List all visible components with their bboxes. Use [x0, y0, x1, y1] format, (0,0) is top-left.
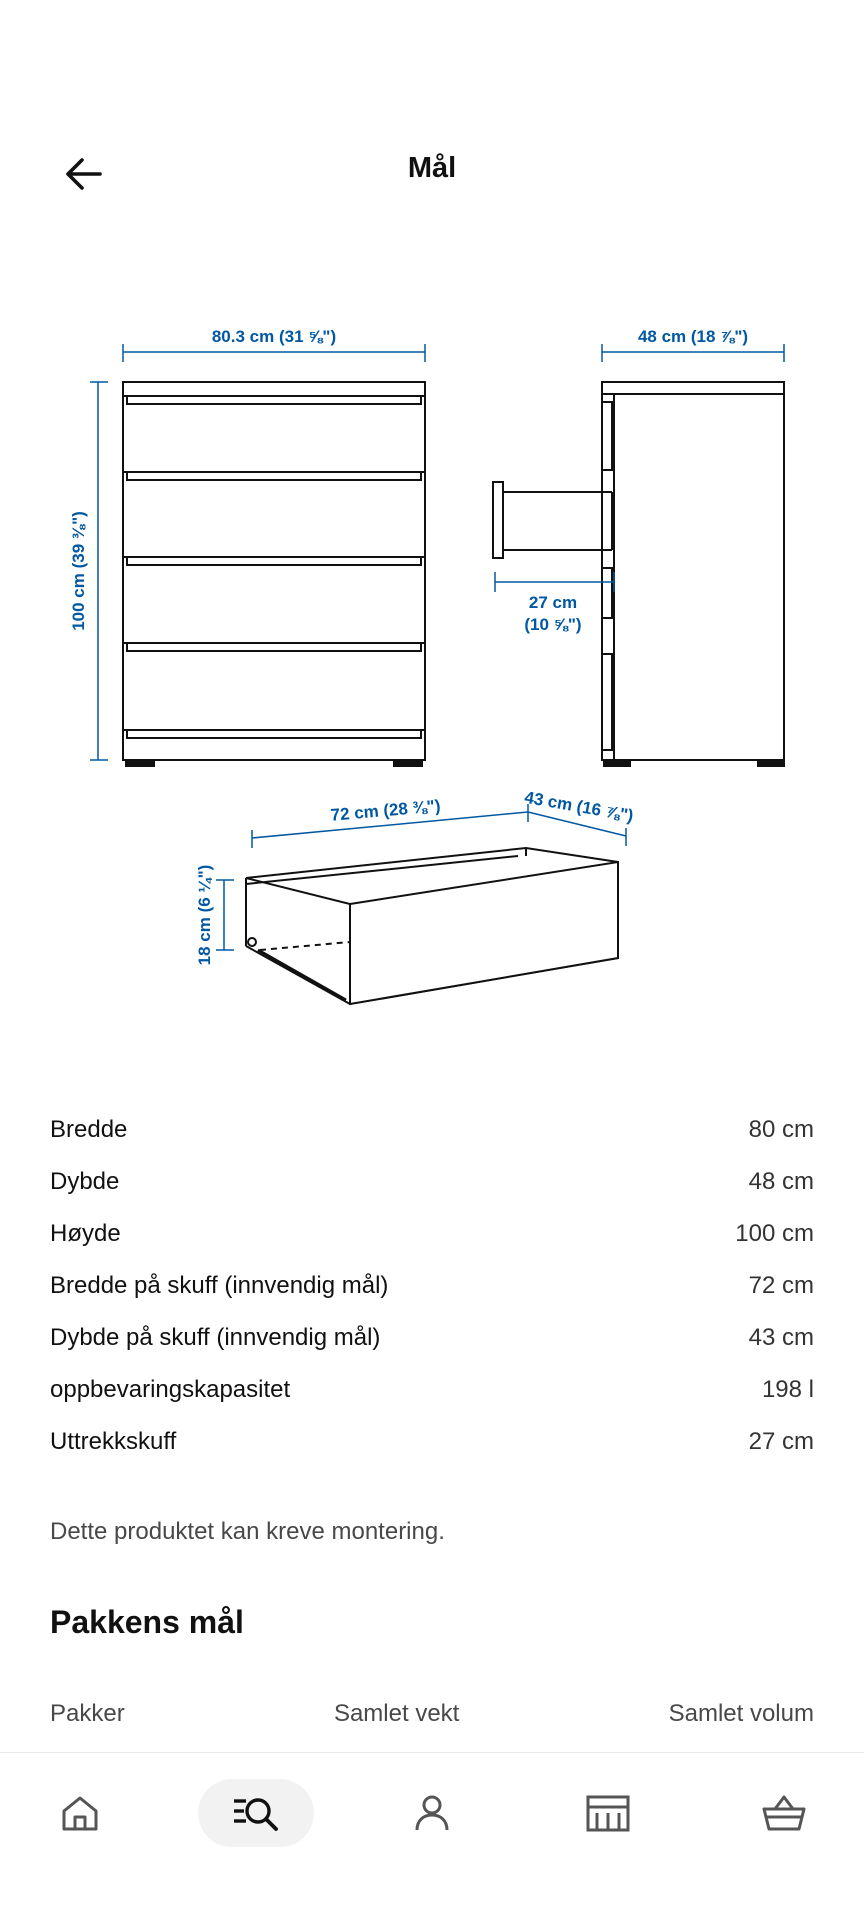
spec-label: Dybde på skuff (innvendig mål)	[50, 1324, 381, 1351]
assembly-note: Dette produktet kan kreve montering.	[50, 1518, 445, 1545]
side-view	[492, 381, 785, 767]
depth-label: 48 cm (18 ⅞")	[638, 327, 748, 346]
drawer-width-label: 72 cm (28 ⅜")	[330, 796, 441, 825]
spec-value: 100 cm	[735, 1220, 814, 1247]
spec-row-capacity: oppbevaringskapasitet 198 l	[50, 1364, 814, 1416]
search-icon	[234, 1798, 278, 1831]
drawer-height-dimension	[216, 879, 234, 951]
drawer-pull-label-2: (10 ⅝")	[524, 615, 581, 634]
dimension-illustration: 80.3 cm (31 ⅝") 100 cm (39 ⅜")	[48, 310, 816, 1030]
dimension-specs: Bredde 80 cm Dybde 48 cm Høyde 100 cm Br…	[50, 1104, 814, 1468]
drawer-width-dimension	[251, 804, 529, 848]
side-depth-dimension	[601, 344, 785, 362]
spec-label: Bredde på skuff (innvendig mål)	[50, 1272, 389, 1299]
spec-label: Dybde	[50, 1168, 120, 1195]
package-table-header: Pakker Samlet vekt Samlet volum	[50, 1700, 814, 1728]
page-title: Mål	[407, 152, 457, 184]
spec-row-drawer-depth: Dybde på skuff (innvendig mål) 43 cm	[50, 1312, 814, 1364]
spec-value: 27 cm	[748, 1428, 814, 1455]
drawer-view	[245, 846, 619, 1006]
drawer-pull-dimension	[494, 572, 615, 592]
spec-label: oppbevaringskapasitet	[50, 1376, 291, 1403]
spec-row-depth: Dybde 48 cm	[50, 1156, 814, 1208]
profile-icon	[415, 1795, 449, 1831]
spec-row-height: Høyde 100 cm	[50, 1208, 814, 1260]
spec-value: 43 cm	[748, 1324, 814, 1351]
store-icon	[586, 1795, 630, 1832]
arrow-left-icon	[66, 158, 102, 190]
spec-value: 72 cm	[748, 1272, 814, 1299]
nav-home[interactable]	[22, 1779, 138, 1847]
nav-search[interactable]	[198, 1779, 314, 1847]
package-header-packages: Pakker	[50, 1700, 125, 1727]
drawer-depth-label: 43 cm (16 ⅞")	[523, 788, 635, 826]
height-dimension	[90, 381, 108, 761]
drawer-pull-label-1: 27 cm	[529, 593, 577, 612]
package-header-volume: Samlet volum	[668, 1700, 814, 1727]
front-width-dimension	[122, 344, 426, 362]
spec-label: Høyde	[50, 1220, 121, 1247]
package-section-title: Pakkens mål	[50, 1604, 244, 1640]
front-width-label: 80.3 cm (31 ⅝")	[212, 327, 336, 346]
spec-value: 198 l	[761, 1376, 814, 1403]
nav-store[interactable]	[550, 1779, 666, 1847]
nav-cart[interactable]	[726, 1779, 842, 1847]
spec-label: Uttrekkskuff	[50, 1428, 177, 1455]
bottom-navigation	[0, 1752, 864, 1920]
back-button[interactable]	[48, 146, 120, 202]
spec-row-drawer-width: Bredde på skuff (innvendig mål) 72 cm	[50, 1260, 814, 1312]
nav-profile[interactable]	[374, 1779, 490, 1847]
spec-row-width: Bredde 80 cm	[50, 1104, 814, 1156]
height-label: 100 cm (39 ⅜")	[69, 511, 88, 631]
drawer-depth-dimension	[527, 811, 627, 846]
front-view	[122, 381, 426, 767]
dimension-drawing: 80.3 cm (31 ⅝") 100 cm (39 ⅜")	[69, 327, 785, 1006]
spec-value: 48 cm	[748, 1168, 814, 1195]
home-icon	[62, 1796, 98, 1831]
spec-value: 80 cm	[748, 1116, 814, 1143]
cart-icon	[762, 1795, 806, 1831]
header: Mål	[0, 120, 864, 224]
package-header-weight: Samlet vekt	[333, 1700, 460, 1727]
drawer-height-label: 18 cm (6 ¼")	[195, 865, 214, 966]
spec-row-drawer-pull: Uttrekkskuff 27 cm	[50, 1416, 814, 1468]
spec-label: Bredde	[50, 1116, 128, 1143]
